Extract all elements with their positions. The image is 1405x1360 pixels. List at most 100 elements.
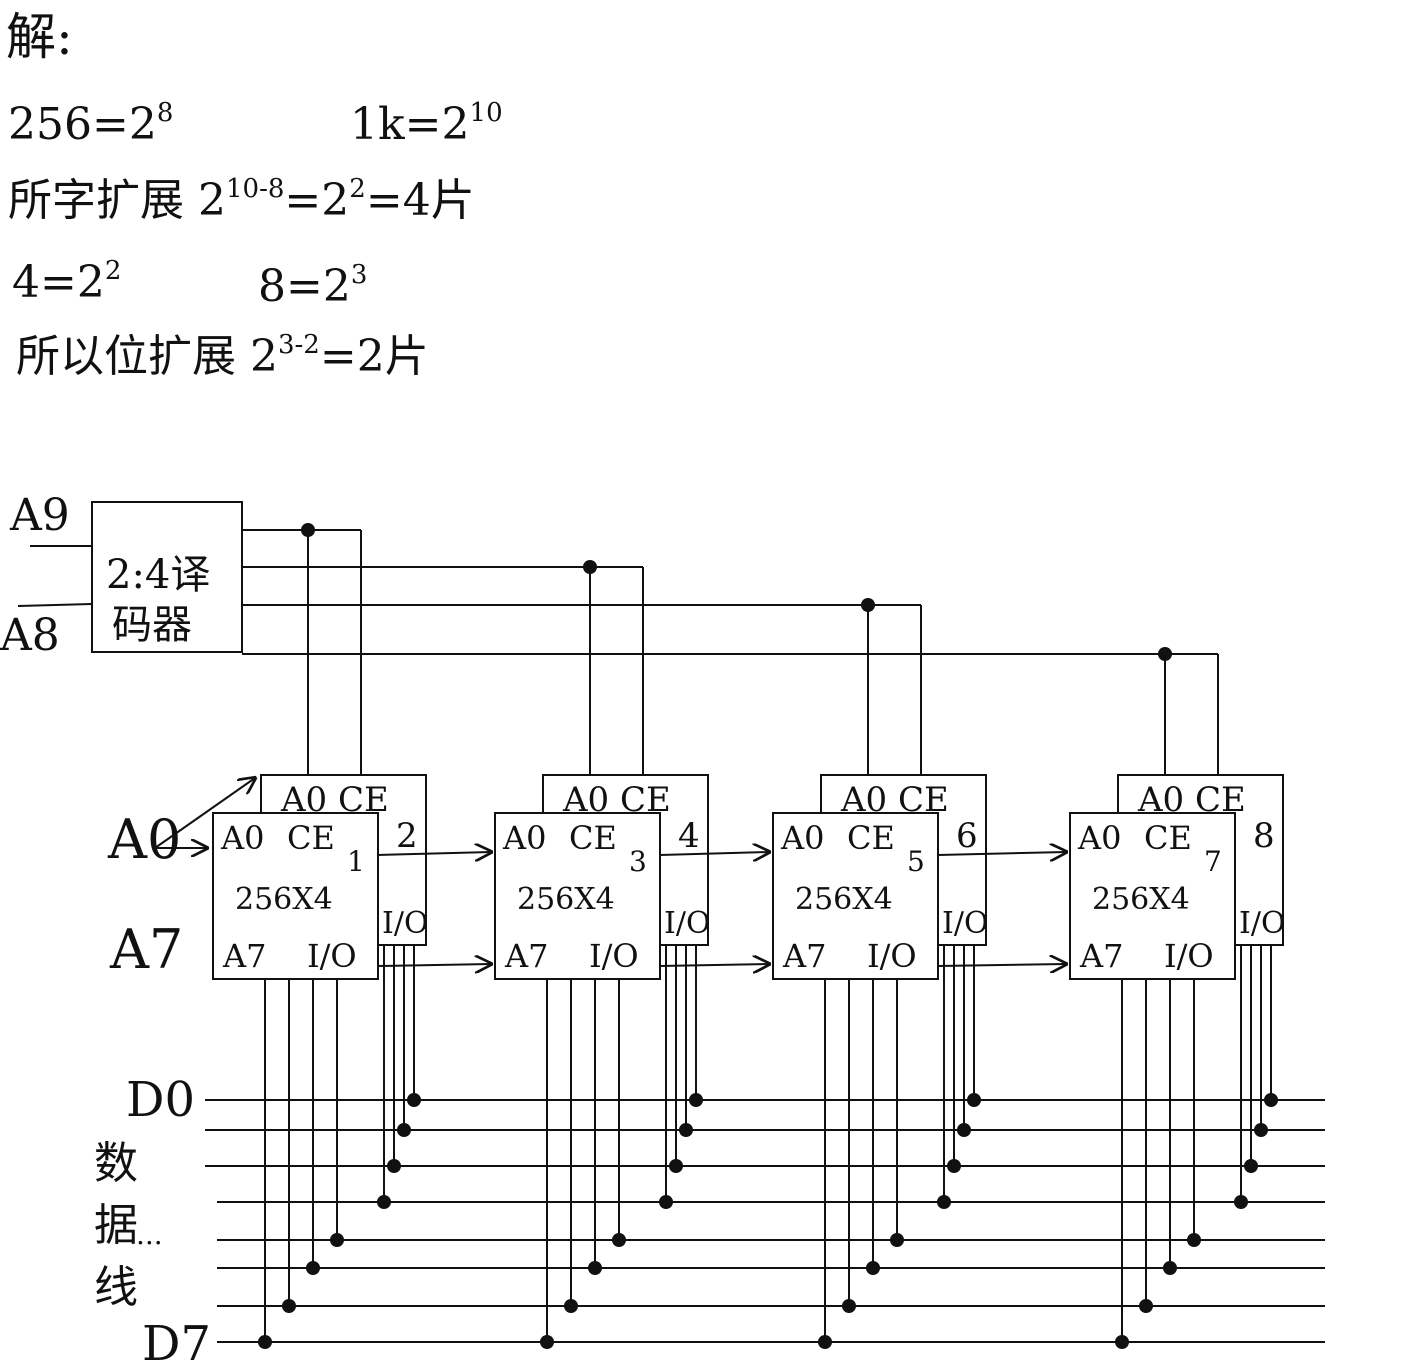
bus-junction [1163,1261,1177,1275]
chip-pin-io: I/O [1164,937,1214,975]
bus-junction [612,1233,626,1247]
bus-junction [1187,1233,1201,1247]
chip-back-number: 8 [1253,816,1275,856]
chip-front-number: 1 [347,845,365,878]
data-bus-d7-label: D7 [142,1316,211,1360]
bus-junction [1115,1335,1129,1349]
chip-capacity: 256X4 [1092,882,1190,917]
bus-junction [967,1093,981,1107]
data-bus-side-label: 据 [94,1200,138,1251]
bus-junction [306,1261,320,1275]
decoder-label-line1: 2:4译 [106,552,210,598]
chip-pin-a7: A7 [222,937,266,975]
chip-back-io: I/O [382,906,429,941]
address-arrow-a7 [937,964,1066,966]
chip-capacity: 256X4 [795,882,893,917]
equation-word-expansion: 所字扩展 210-8=22=4片 [8,174,475,226]
data-bus-side-label: 数 [94,1138,138,1189]
decoder-outputs [242,529,1219,813]
address-arrow-a0 [937,852,1066,855]
chip-pin-io: I/O [867,937,917,975]
address-arrow-a0 [659,852,769,855]
bus-junction [258,1335,272,1349]
bus-junction [937,1195,951,1209]
bus-junction [818,1335,832,1349]
equation-256: 256=28 [8,98,174,150]
chip-back-number: 2 [396,816,418,856]
decoder-label-line2: 码器 [112,602,192,648]
decoder-junction [301,523,315,537]
arrow-a0-back [154,778,255,849]
bus-junction [397,1123,411,1137]
solution-header: 解: [6,8,73,66]
address-arrow-a7 [377,964,491,966]
chip-back-number: 6 [956,816,978,856]
chip-pin-ce: CE [847,819,895,857]
chip-pin-a7: A7 [1079,937,1123,975]
chip-pin-a7: A7 [782,937,826,975]
bus-junction [947,1159,961,1173]
bus-junction [866,1261,880,1275]
address-label-a7: A7 [109,918,183,981]
bus-junction [1139,1299,1153,1313]
decoder-junction [861,598,875,612]
bus-junction [387,1159,401,1173]
decoder-box [91,501,243,653]
bus-junction [659,1195,673,1209]
decoder: 2:4译 码器 A9 A8 [0,490,243,661]
chip-pin-a0: A0 [220,819,264,857]
chip-back-io: I/O [1239,906,1286,941]
data-bus-side-label: 线 [94,1262,138,1313]
bus-junction [679,1123,693,1137]
chip-pin-ce: CE [1144,819,1192,857]
bus-junction [564,1299,578,1313]
decoder-junction [1158,647,1172,661]
bus-junction [957,1123,971,1137]
chip-capacity: 256X4 [235,882,333,917]
decoder-junction [583,560,597,574]
chip-pin-ce: CE [569,819,617,857]
bus-junction [890,1233,904,1247]
chip-pin-ce: CE [287,819,335,857]
data-bus-d0-label: D0 [126,1072,195,1128]
bus-junction [588,1261,602,1275]
address-arrow-a7 [659,964,769,966]
chip-pin-a7: A7 [504,937,548,975]
bus-junction [407,1093,421,1107]
chip-back-number: 4 [678,816,700,856]
chip-pin-io: I/O [307,937,357,975]
bus-junction [330,1233,344,1247]
chip-front-number: 5 [907,845,925,878]
chip-front [772,812,939,980]
decoder-input-a9: A9 [9,490,70,541]
chip-front-number: 7 [1204,845,1222,878]
address-label-a0: A0 [107,808,181,871]
chip-back-io: I/O [942,906,989,941]
junctions [258,523,1278,1349]
bus-junction [669,1159,683,1173]
chip-front [212,812,379,980]
address-bus-arrows [154,778,1066,966]
decoder-input-a8: A8 [0,610,60,661]
chip-back-io: I/O [664,906,711,941]
bus-junction [1244,1159,1258,1173]
equation-bit-expansion: 所以位扩展 23-2=2片 [16,330,429,382]
chip-pin-a0: A0 [1077,819,1121,857]
bus-junction [1264,1093,1278,1107]
data-bus: D0D7数据线... [94,1072,1325,1360]
bus-junction [540,1335,554,1349]
bus-junction [842,1299,856,1313]
address-arrow-a0 [377,852,491,855]
bus-junction [1254,1123,1268,1137]
bus-junction [282,1299,296,1313]
chip-pin-a0: A0 [780,819,824,857]
chip-pin-a0: A0 [502,819,546,857]
bus-junction [1234,1195,1248,1209]
chip-front [494,812,661,980]
